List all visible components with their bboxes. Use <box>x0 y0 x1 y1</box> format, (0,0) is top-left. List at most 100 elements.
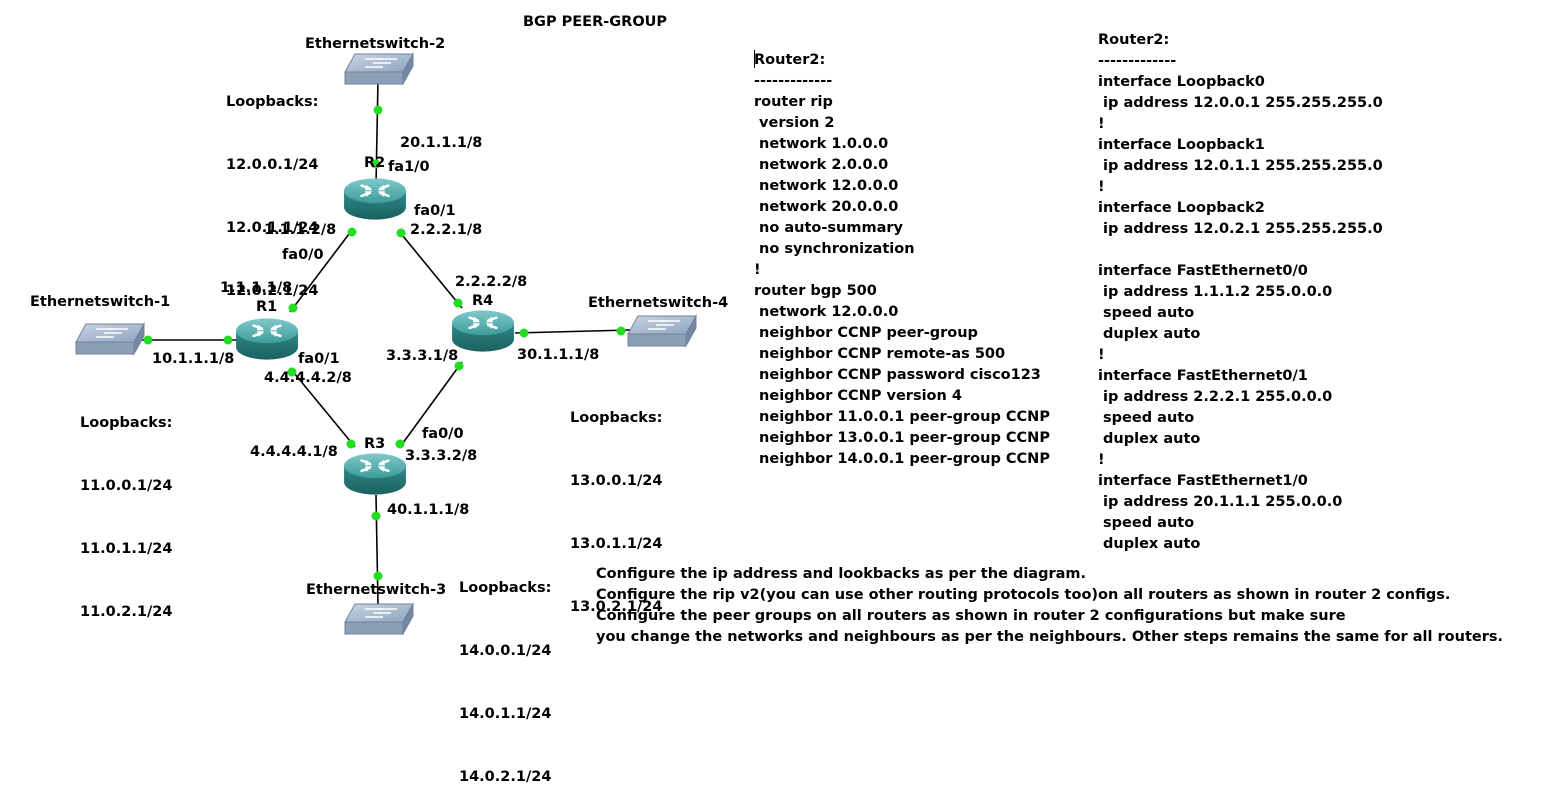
router-r4-label: R4 <box>472 293 494 309</box>
port-dot <box>287 367 297 377</box>
r1-switch-ip: 10.1.1.1/8 <box>152 351 235 367</box>
instruction-line: Configure the rip v2(you can use other r… <box>596 587 1451 603</box>
port-dot <box>347 227 357 237</box>
config-line: duplex auto <box>1098 431 1201 447</box>
config-line: network 1.0.0.0 <box>754 136 889 152</box>
port-dot <box>143 335 153 345</box>
router2-interface-config: Router2:-------------interface Loopback0… <box>1098 30 1383 555</box>
link-r4-sw4 <box>514 329 631 334</box>
config-line: interface Loopback2 <box>1098 200 1265 216</box>
ethernetswitch-2-label: Ethernetswitch-2 <box>305 36 446 52</box>
loopback-ip: 13.0.2.1/24 <box>570 599 663 615</box>
ethernetswitch-1-icon <box>75 323 145 355</box>
config-line: network 12.0.0.0 <box>754 304 899 320</box>
instruction-line: you change the networks and neighbours a… <box>596 629 1504 645</box>
config-line: ip address 12.0.2.1 255.255.255.0 <box>1098 221 1383 237</box>
port-dot <box>373 571 383 581</box>
config-line: interface FastEthernet1/0 <box>1098 473 1308 489</box>
r3-switch-ip: 40.1.1.1/8 <box>387 502 470 518</box>
link-r2-r4 <box>397 229 463 309</box>
config-line: ip address 12.0.0.1 255.255.255.0 <box>1098 95 1383 111</box>
port-dot <box>616 326 626 336</box>
config-line: neighbor 14.0.0.1 peer-group CCNP <box>754 451 1050 467</box>
r1-fa0-1-ip: 4.4.4.4.2/8 <box>264 370 352 386</box>
config-line: ip address 2.2.2.1 255.0.0.0 <box>1098 389 1333 405</box>
port-dot <box>519 328 529 338</box>
instruction-line: Configure the peer groups on all routers… <box>596 608 1346 624</box>
router-r1-icon <box>234 317 300 361</box>
port-dot <box>395 439 405 449</box>
r2-fa1-0-ip: 20.1.1.1/8 <box>400 135 483 151</box>
r2-loopbacks: Loopbacks: 12.0.0.1/24 12.0.1.1/24 12.0.… <box>226 50 318 323</box>
loopback-ip: 13.0.0.1/24 <box>570 473 663 489</box>
config-line: speed auto <box>1098 410 1195 426</box>
config-line: interface Loopback0 <box>1098 74 1265 90</box>
config-line: no auto-summary <box>754 220 903 236</box>
r2-fa0-1-label: fa0/1 <box>414 203 456 219</box>
config-line: network 2.0.0.0 <box>754 157 889 173</box>
config-line: Router2: <box>754 52 826 68</box>
loopback-ip: 11.0.2.1/24 <box>80 604 173 620</box>
loopbacks-heading: Loopbacks: <box>80 415 173 431</box>
r2-fa0-1-ip: 2.2.2.1/8 <box>410 222 483 238</box>
loopbacks-heading: Loopbacks: <box>226 94 319 110</box>
router2-routing-config: Router2:-------------router rip version … <box>754 50 1050 470</box>
loopback-ip: 12.0.2.1/24 <box>226 283 319 299</box>
config-line: ! <box>1098 452 1105 468</box>
instruction-line: Configure the ip address and lookbacks a… <box>596 566 1087 582</box>
config-line: speed auto <box>1098 515 1195 531</box>
router-r4-icon <box>450 309 516 353</box>
config-line: Router2: <box>1098 32 1170 48</box>
text-cursor <box>754 50 755 68</box>
r4-loopbacks: Loopbacks: 13.0.0.1/24 13.0.1.1/24 13.0.… <box>570 366 662 639</box>
config-line: neighbor 13.0.0.1 peer-group CCNP <box>754 430 1050 446</box>
config-line: ! <box>1098 347 1105 363</box>
link-r1-r3 <box>289 367 356 448</box>
diagram-title: BGP PEER-GROUP <box>523 14 668 30</box>
config-line <box>1098 240 1383 261</box>
config-line: ! <box>1098 116 1105 132</box>
config-line: ip address 20.1.1.1 255.0.0.0 <box>1098 494 1343 510</box>
ethernetswitch-1-label: Ethernetswitch-1 <box>30 294 171 310</box>
ethernetswitch-2-icon <box>344 53 414 85</box>
r2-fa0-0-label: fa0/0 <box>282 247 324 263</box>
r3-loopbacks: Loopbacks: 14.0.0.1/24 14.0.1.1/24 14.0.… <box>459 536 551 809</box>
loopback-ip: 11.0.0.1/24 <box>80 478 173 494</box>
r3-left-ip: 4.4.4.4.1/8 <box>250 444 338 460</box>
config-line: interface Loopback1 <box>1098 137 1265 153</box>
r4-down-ip: 3.3.3.1/8 <box>386 348 459 364</box>
port-dot <box>223 335 233 345</box>
ethernetswitch-4-icon <box>627 315 697 347</box>
loopback-ip: 12.0.0.1/24 <box>226 157 319 173</box>
port-dot <box>453 298 463 308</box>
config-line: network 20.0.0.0 <box>754 199 899 215</box>
config-line: ------------- <box>754 73 833 89</box>
ethernetswitch-3-label: Ethernetswitch-3 <box>306 582 447 598</box>
config-line: network 12.0.0.0 <box>754 178 899 194</box>
config-line: ip address 12.0.1.1 255.255.255.0 <box>1098 158 1383 174</box>
config-line: neighbor CCNP peer-group <box>754 325 978 341</box>
network-topology <box>75 53 697 635</box>
loopback-ip: 13.0.1.1/24 <box>570 536 663 552</box>
r1-loopbacks: Loopbacks: 11.0.0.1/24 11.0.1.1/24 11.0.… <box>80 371 172 644</box>
config-line: router bgp 500 <box>754 283 877 299</box>
r1-fa0-1-label: fa0/1 <box>298 351 340 367</box>
ethernetswitch-3-icon <box>344 603 414 635</box>
config-line: router rip <box>754 94 833 110</box>
router-r2-label: R2 <box>364 155 386 171</box>
link-r2-r1 <box>289 229 353 313</box>
config-line: interface FastEthernet0/1 <box>1098 368 1308 384</box>
router-r2-icon <box>342 177 408 221</box>
link-r4-r3 <box>399 361 463 448</box>
r2-fa1-0-label: fa1/0 <box>388 159 430 175</box>
port-dot <box>373 105 383 115</box>
config-line: no synchronization <box>754 241 915 257</box>
instructions-text: Configure the ip address and lookbacks a… <box>596 564 1503 648</box>
config-line: neighbor CCNP version 4 <box>754 388 962 404</box>
r2-fa0-0-ip: 1.1.1.2/8 <box>264 222 337 238</box>
port-dot <box>371 511 381 521</box>
config-line: interface FastEthernet0/0 <box>1098 263 1308 279</box>
port-dot <box>454 361 464 371</box>
r4-up-ip: 2.2.2.2/8 <box>455 274 528 290</box>
r3-fa0-0-label: fa0/0 <box>422 426 464 442</box>
